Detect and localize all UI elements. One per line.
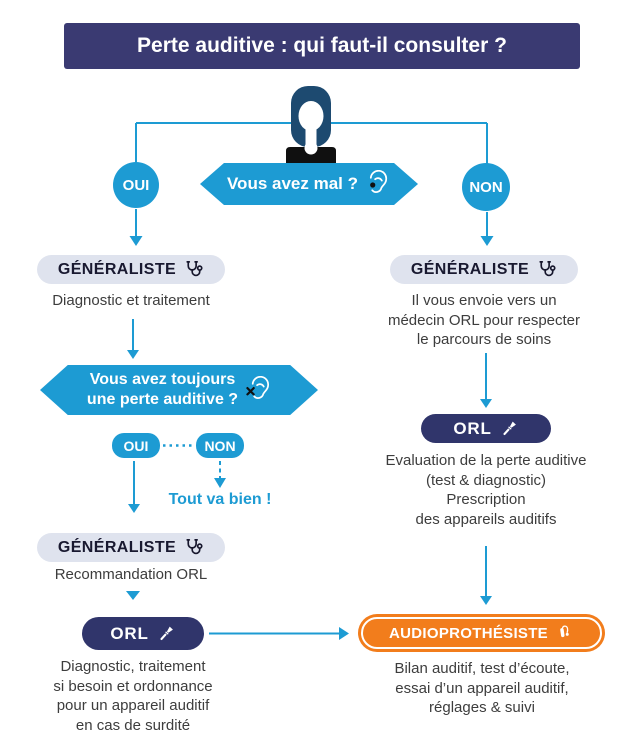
generaliste-right-description: Il vous envoie vers un médecin ORL pour … (387, 292, 581, 348)
arrow-to-question2 (127, 319, 139, 359)
all-good-label: Tout va bien ! (168, 491, 272, 508)
stethoscope-icon (539, 261, 556, 277)
ear-icon (369, 169, 388, 193)
generaliste-label: GÉNÉRALISTE (57, 538, 177, 556)
orl-left-description: Diagnostic, traitement si besoin et ordo… (53, 658, 213, 734)
arrow-orl-to-audio-right (480, 546, 492, 605)
generaliste-label: GÉNÉRALISTE (410, 260, 530, 278)
audioprothesiste-inner: AUDIOPROTHÉSISTE (361, 617, 602, 649)
patient-avatar-icon (286, 86, 336, 167)
generaliste-left-2-description: Recommandation ORL (54, 566, 208, 583)
ear-crossed-icon (246, 375, 270, 399)
orl-right-description: Evaluation de la perte auditive (test & … (385, 452, 587, 528)
arrow-oui-to-generaliste (129, 209, 143, 246)
chip-non: NON (196, 433, 244, 458)
question1-label: Vous avez mal ? (226, 174, 358, 193)
page-title-text: Perte auditive : qui faut-il consulter ? (137, 34, 507, 57)
triangle-arrow-to-orl (126, 591, 140, 600)
question2-label: Vous avez toujours une perte auditive ? (86, 371, 239, 408)
orl-pill-left: ORL (82, 617, 204, 650)
arrow-orl-to-audioprothesiste (209, 627, 349, 640)
arrow-non-to-generaliste (480, 212, 494, 246)
question-perte-auditive: Vous avez toujours une perte auditive ? (40, 365, 318, 415)
generaliste-pill-left-1: GÉNÉRALISTE (37, 255, 225, 284)
dashed-arrow-non-all-good (214, 461, 226, 488)
arrow-generaliste-to-orl-right (480, 353, 492, 408)
orl-label: ORL (110, 623, 149, 643)
audioprothesiste-description: Bilan auditif, test d’écoute, essai d’un… (394, 660, 570, 716)
generaliste-pill-left-2: GÉNÉRALISTE (37, 533, 225, 562)
hearing-aid-icon (560, 625, 569, 638)
audioprothesiste-pill: AUDIOPROTHÉSISTE (358, 614, 605, 652)
stethoscope-icon (186, 261, 203, 277)
question-vous-avez-mal: Vous avez mal ? (200, 163, 418, 205)
orl-pill-right: ORL (421, 414, 551, 443)
generaliste-left-1-description: Diagnostic et traitement (52, 292, 210, 309)
generaliste-pill-right: GÉNÉRALISTE (390, 255, 578, 284)
audioprothesiste-label: AUDIOPROTHÉSISTE (389, 624, 548, 642)
arrow-oui2-to-generaliste2 (128, 461, 140, 513)
orl-label: ORL (453, 418, 492, 438)
stethoscope-icon (186, 539, 203, 555)
branch-oui: OUI (113, 162, 159, 208)
branch-non: NON (462, 163, 510, 211)
generaliste-label: GÉNÉRALISTE (57, 260, 177, 278)
chip-oui: OUI (112, 433, 160, 458)
page-title: Perte auditive : qui faut-il consulter ? (64, 23, 580, 69)
patient-avatar (283, 85, 339, 167)
otoscope-icon (160, 626, 173, 640)
otoscope-icon (503, 421, 516, 435)
